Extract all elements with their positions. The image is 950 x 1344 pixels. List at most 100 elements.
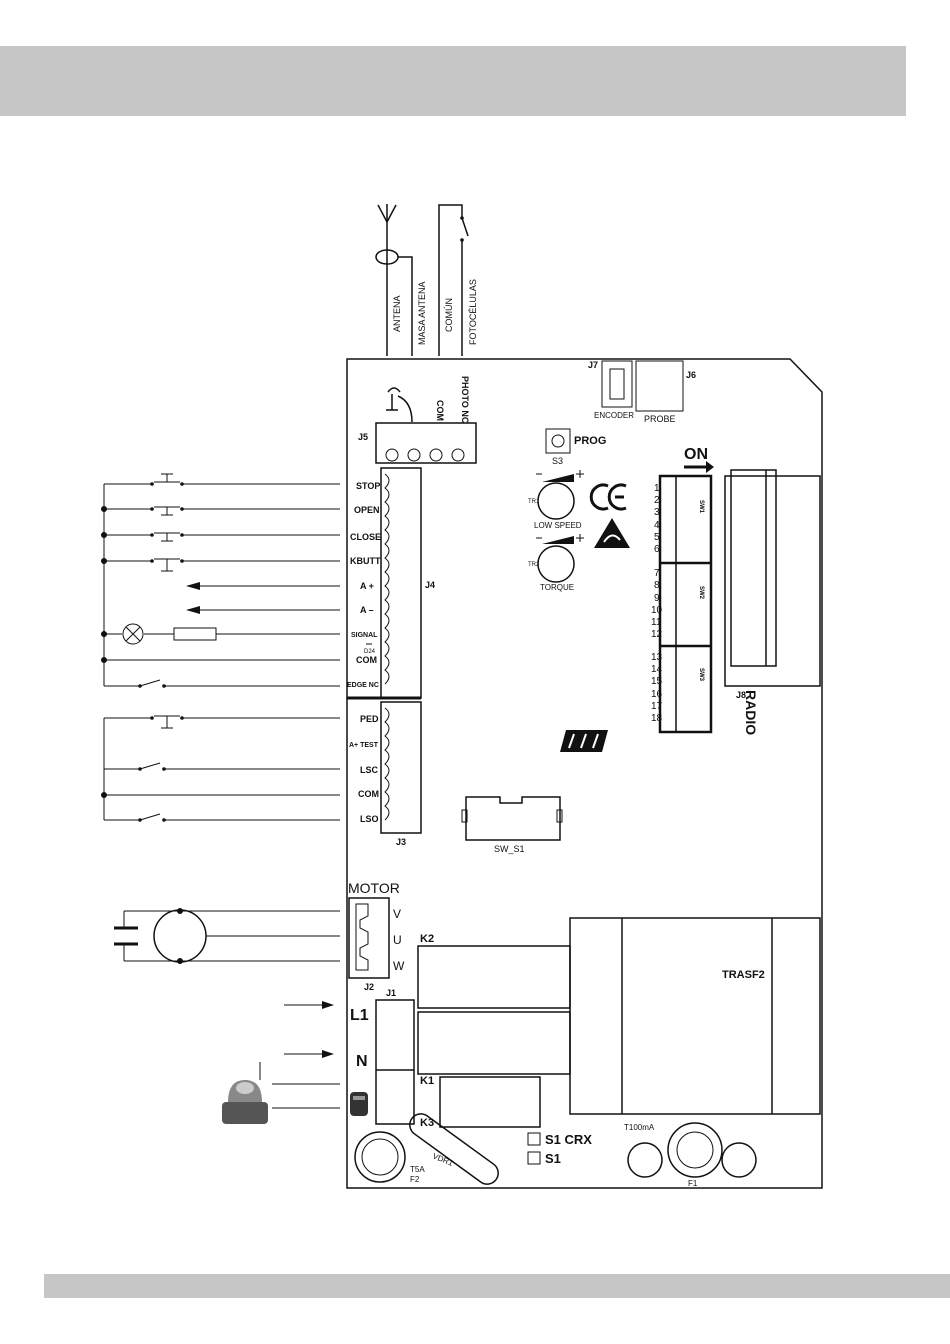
label-prog: PROG (574, 435, 606, 447)
label-l1: L1 (350, 1007, 369, 1024)
dip-number: 5 (654, 532, 660, 543)
terminal-lsc: LSC (360, 765, 379, 775)
label-vdr1: VDR1 (431, 1152, 455, 1169)
capacitor-symbol (114, 911, 138, 961)
j4-external-wiring (103, 483, 340, 687)
dip-number: 6 (654, 544, 660, 555)
label-on: ON (684, 446, 708, 463)
label-j5-com: COM (435, 400, 445, 421)
terminal-stop: STOP (356, 481, 380, 491)
label-motor: MOTOR (348, 880, 400, 896)
control-board-outline (346, 358, 823, 1189)
edge-switch (138, 679, 166, 688)
label-probe: PROBE (644, 414, 676, 424)
fuse-f2 (354, 1131, 406, 1183)
label-n: N (356, 1053, 368, 1070)
resistor-symbol (173, 627, 217, 641)
relay-k3 (439, 1076, 541, 1128)
dip-switch-bank (658, 474, 713, 734)
antenna-connector-icon (386, 387, 413, 423)
label-fotocelulas: FOTOCÉLULAS (468, 279, 478, 345)
pushbutton-switches (150, 473, 184, 572)
l1-arrow (284, 1001, 334, 1009)
dip-number: 13 (651, 652, 663, 663)
terminal-signal: SIGNAL (351, 632, 378, 639)
flasher-connector (350, 1092, 368, 1116)
motor-symbol (124, 908, 340, 964)
label-t5a: T5A (410, 1165, 425, 1174)
label-j7: J7 (588, 360, 598, 370)
a-plus-arrow (186, 582, 340, 590)
junction-dots (101, 506, 107, 663)
label-sw2: SW2 (698, 586, 704, 600)
dip-number: 4 (654, 520, 660, 531)
label-tr2: TR2 (528, 562, 540, 568)
a-minus-arrow (186, 606, 340, 614)
rib-logo (560, 730, 608, 752)
header-bar (0, 46, 906, 116)
label-k3: K3 (420, 1117, 434, 1129)
low-speed-trimmer[interactable] (536, 470, 584, 520)
label-j1: J1 (386, 988, 396, 998)
j3-terminal-block (380, 701, 422, 834)
esd-warning-icon (594, 518, 630, 548)
label-torque: TORQUE (540, 583, 574, 592)
label-f1: F1 (688, 1179, 698, 1188)
s1crx-checkbox[interactable] (527, 1132, 541, 1146)
j3-terminal-labels: PED A+ TEST LSC COM LSO (349, 714, 379, 824)
label-phase-u: U (393, 933, 402, 947)
dip-number: 18 (651, 713, 663, 724)
label-j2: J2 (364, 982, 374, 992)
terminal-com-2: COM (358, 789, 379, 799)
terminal-a-minus: A – (360, 605, 374, 615)
fuse-f1 (627, 1122, 757, 1178)
on-arrow-icon (684, 461, 714, 473)
varistor-vdr1 (409, 1113, 499, 1185)
label-s1: S1 (545, 1151, 561, 1166)
dip-number: 17 (651, 701, 663, 712)
label-sw3: SW3 (698, 668, 704, 682)
dip-number: 16 (651, 689, 663, 700)
relay-k-lower (417, 1011, 571, 1075)
dip-numbers: 1 2 3 4 5 6 7 8 9 10 11 12 13 14 15 16 1… (651, 483, 663, 724)
dip-number: 10 (651, 605, 663, 616)
terminal-edge-nc: EDGE NC (347, 682, 379, 689)
label-j5: J5 (358, 432, 368, 442)
terminal-a-plus: A + (360, 581, 374, 591)
j1-power-terminal (375, 999, 415, 1125)
label-trasf2: TRASF2 (722, 969, 765, 981)
label-j5-photo-nc: PHOTO NC (460, 376, 470, 424)
prog-button[interactable] (545, 428, 571, 454)
label-tr1: TR1 (528, 499, 540, 505)
flasher-wiring (272, 1083, 340, 1109)
torque-trimmer[interactable] (536, 534, 584, 583)
label-encoder: ENCODER (594, 411, 634, 420)
footer-bar (44, 1274, 950, 1298)
dip-number: 1 (654, 483, 660, 494)
label-antena: ANTENA (392, 295, 402, 332)
dip-number: 12 (651, 629, 663, 640)
label-phase-w: W (393, 959, 405, 973)
label-f2: F2 (410, 1175, 420, 1184)
terminal-close: CLOSE (350, 532, 381, 542)
label-low-speed: LOW SPEED (534, 521, 582, 530)
n-arrow (284, 1050, 334, 1058)
j4-terminal-block (380, 467, 422, 699)
dip-number: 2 (654, 495, 660, 506)
j6-connector (635, 360, 684, 412)
label-sw1: SW1 (698, 500, 704, 514)
terminal-com: COM (356, 655, 377, 665)
dip-number: 14 (651, 664, 663, 675)
label-j6: J6 (686, 370, 696, 380)
j7-connector (601, 360, 633, 408)
label-j3: J3 (396, 837, 406, 847)
s1-checkbox[interactable] (527, 1151, 541, 1165)
dip-number: 8 (654, 580, 660, 591)
label-t100ma: T100mA (624, 1123, 655, 1132)
relay-k2 (417, 945, 571, 1009)
transformer-trasf2 (569, 917, 821, 1115)
j4-terminal-labels: STOP OPEN CLOSE KBUTT A + A – SIGNAL COM… (347, 481, 381, 689)
label-s1crx: S1 CRX (545, 1132, 592, 1147)
terminal-a-test: A+ TEST (349, 742, 379, 749)
